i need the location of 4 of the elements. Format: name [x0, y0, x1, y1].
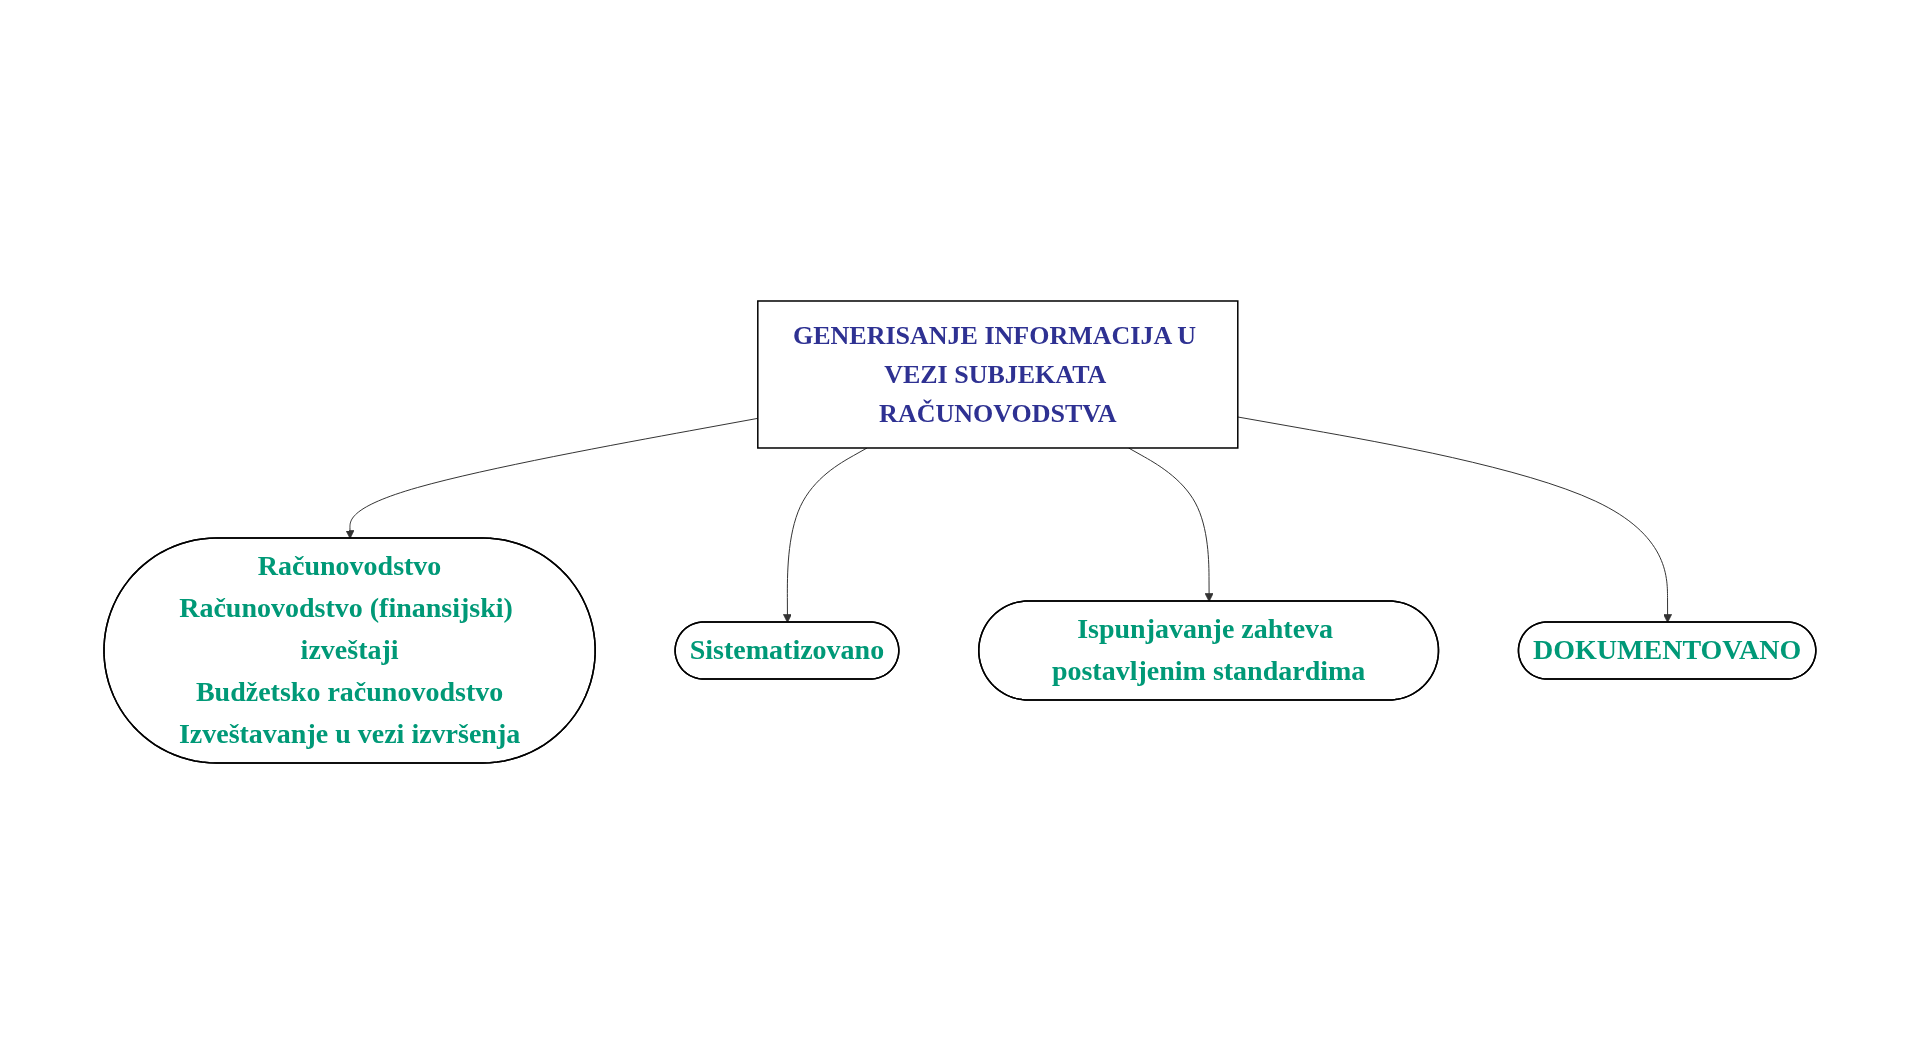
node-box: GENERISANJE INFORMACIJA U VEZI SUBJEKATA RAČUNOVODSTVA: [757, 299, 1239, 449]
arrow: [1237, 416, 1673, 623]
arrow: [783, 447, 868, 623]
arrow: [1128, 447, 1214, 602]
